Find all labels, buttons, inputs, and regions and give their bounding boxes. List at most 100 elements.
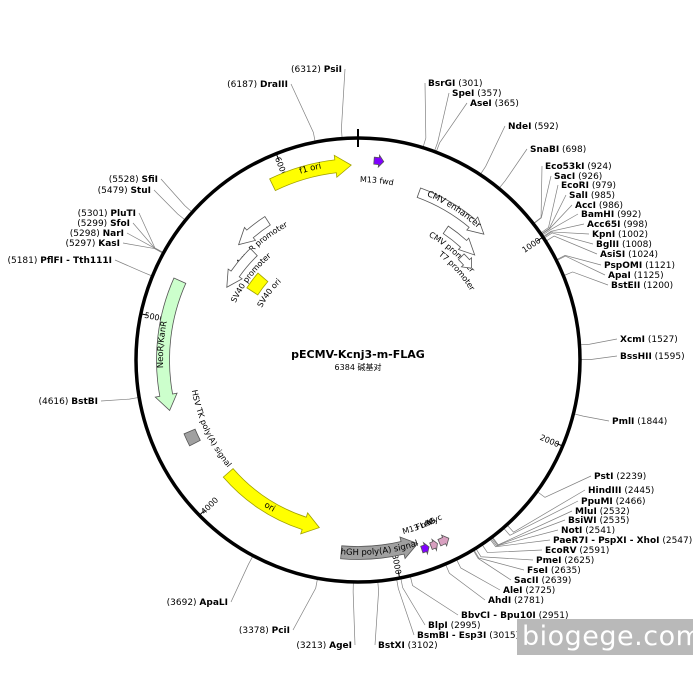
- feature-label-myc: Myc: [425, 513, 443, 528]
- site-name: PluTI: [110, 209, 136, 219]
- site-position: (2781): [511, 596, 544, 606]
- site-label: PmlI (1844): [612, 417, 667, 427]
- site-leader: [473, 550, 512, 581]
- site-label: PpuMI (2466): [581, 497, 646, 507]
- site-leader: [153, 189, 185, 220]
- site-position: (3102): [405, 641, 438, 651]
- site-position: (998): [621, 220, 648, 230]
- site-label: BsiWI (2535): [568, 516, 629, 526]
- tick-label: 4000: [199, 496, 220, 517]
- site-position: (5301): [78, 209, 111, 219]
- site-position: (1024): [625, 250, 658, 260]
- feature-hgh-poly-a-signal: [340, 536, 419, 560]
- site-label: BglII (1008): [596, 240, 652, 250]
- site-leader: [543, 231, 590, 238]
- site-label: PaeR7I - PspXI - XhoI (2547): [553, 536, 692, 546]
- feature-label-hsv-tk-poly-a-signal: HSV TK poly(A) signal: [190, 389, 233, 469]
- site-name: AseI: [470, 99, 492, 109]
- site-label: PmeI (2625): [536, 556, 594, 566]
- site-leader: [400, 578, 426, 626]
- site-name: PstI: [594, 472, 613, 482]
- feature-ori: [222, 468, 320, 535]
- feature-label-text: CMV enhancer: [425, 189, 482, 231]
- site-name: Acc65I: [587, 220, 621, 230]
- site-leader: [574, 413, 610, 422]
- site-leader: [490, 539, 551, 548]
- site-leader: [396, 579, 415, 636]
- site-label: AleI (2725): [503, 586, 555, 596]
- site-name: SpeI: [452, 89, 474, 99]
- site-leader: [436, 102, 468, 152]
- site-label: Eco53kI (924): [545, 162, 612, 172]
- site-label: SacII (2639): [514, 576, 571, 586]
- site-label: BsmBI - Esp3I (3015): [417, 631, 519, 641]
- site-label: BstEII (1200): [611, 281, 673, 291]
- site-label: (5301) PluTI: [78, 209, 136, 219]
- tick-mark: [397, 571, 400, 578]
- site-label: SnaBI (698): [530, 145, 586, 155]
- site-leader: [507, 489, 586, 533]
- site-position: (4616): [38, 397, 71, 407]
- site-position: (2541): [582, 526, 615, 536]
- tick-mark: [141, 313, 148, 316]
- watermark-text: biogege.com: [522, 621, 700, 652]
- site-position: (2445): [622, 486, 655, 496]
- site-leader: [475, 548, 534, 561]
- site-label: (3692) ApaLI: [167, 598, 228, 608]
- site-position: (2951): [536, 611, 569, 621]
- feature-label-path: [377, 226, 493, 355]
- site-leader: [352, 582, 356, 646]
- site-leader: [557, 255, 606, 276]
- site-leader: [292, 579, 318, 631]
- site-name: AleI: [503, 586, 523, 596]
- feature-label-text: M13 fwd: [360, 175, 395, 187]
- site-leader: [491, 519, 566, 546]
- tick-label: 2000: [538, 433, 560, 449]
- site-label: ApaI (1125): [608, 271, 664, 281]
- site-label: (6187) DraIII: [227, 80, 288, 90]
- site-position: (357): [474, 89, 501, 99]
- site-label: NotI (2541): [561, 526, 615, 536]
- site-position: (1527): [645, 335, 678, 345]
- site-position: (3378): [239, 626, 272, 636]
- site-label: EcoRV (2591): [545, 546, 609, 556]
- site-position: (2725): [523, 586, 556, 596]
- feature-cmv-promoter: [442, 225, 476, 256]
- site-name: PsiI: [324, 65, 342, 75]
- site-leader: [434, 92, 450, 151]
- feature-flag: [429, 538, 438, 552]
- site-name: BstEII: [611, 281, 640, 291]
- site-name: ApaI: [608, 271, 631, 281]
- site-name: EcoRI: [561, 181, 589, 191]
- tick-mark: [276, 154, 280, 161]
- site-position: (5298): [70, 229, 103, 239]
- site-leader: [456, 559, 501, 591]
- site-position: (1002): [615, 230, 648, 240]
- site-name: BsiWI: [568, 516, 597, 526]
- site-position: (2547): [659, 536, 692, 546]
- site-name: MluI: [575, 507, 597, 517]
- site-leader: [503, 500, 579, 536]
- site-position: (924): [585, 162, 612, 172]
- feature-neor-kanr: [154, 277, 187, 412]
- site-position: (301): [455, 79, 482, 89]
- site-position: (2995): [448, 621, 481, 631]
- site-leader: [533, 175, 552, 224]
- site-position: (2635): [548, 566, 581, 576]
- site-leader: [160, 178, 192, 212]
- site-leader: [290, 83, 316, 142]
- site-position: (3213): [296, 641, 329, 651]
- site-position: (365): [492, 99, 519, 109]
- site-label: (3378) PciI: [239, 626, 290, 636]
- site-leader: [230, 556, 253, 603]
- site-leader: [541, 204, 573, 235]
- site-name: AccI: [575, 201, 596, 211]
- site-position: (992): [614, 210, 641, 220]
- tick-mark: [556, 442, 562, 447]
- site-label: BssHII (1595): [620, 352, 685, 362]
- site-label: PspOMI (1121): [604, 261, 675, 271]
- site-name: PflFI - Tth111I: [40, 256, 112, 266]
- site-position: (986): [596, 201, 623, 211]
- site-leader: [556, 255, 602, 266]
- site-name: PpuMI: [581, 497, 613, 507]
